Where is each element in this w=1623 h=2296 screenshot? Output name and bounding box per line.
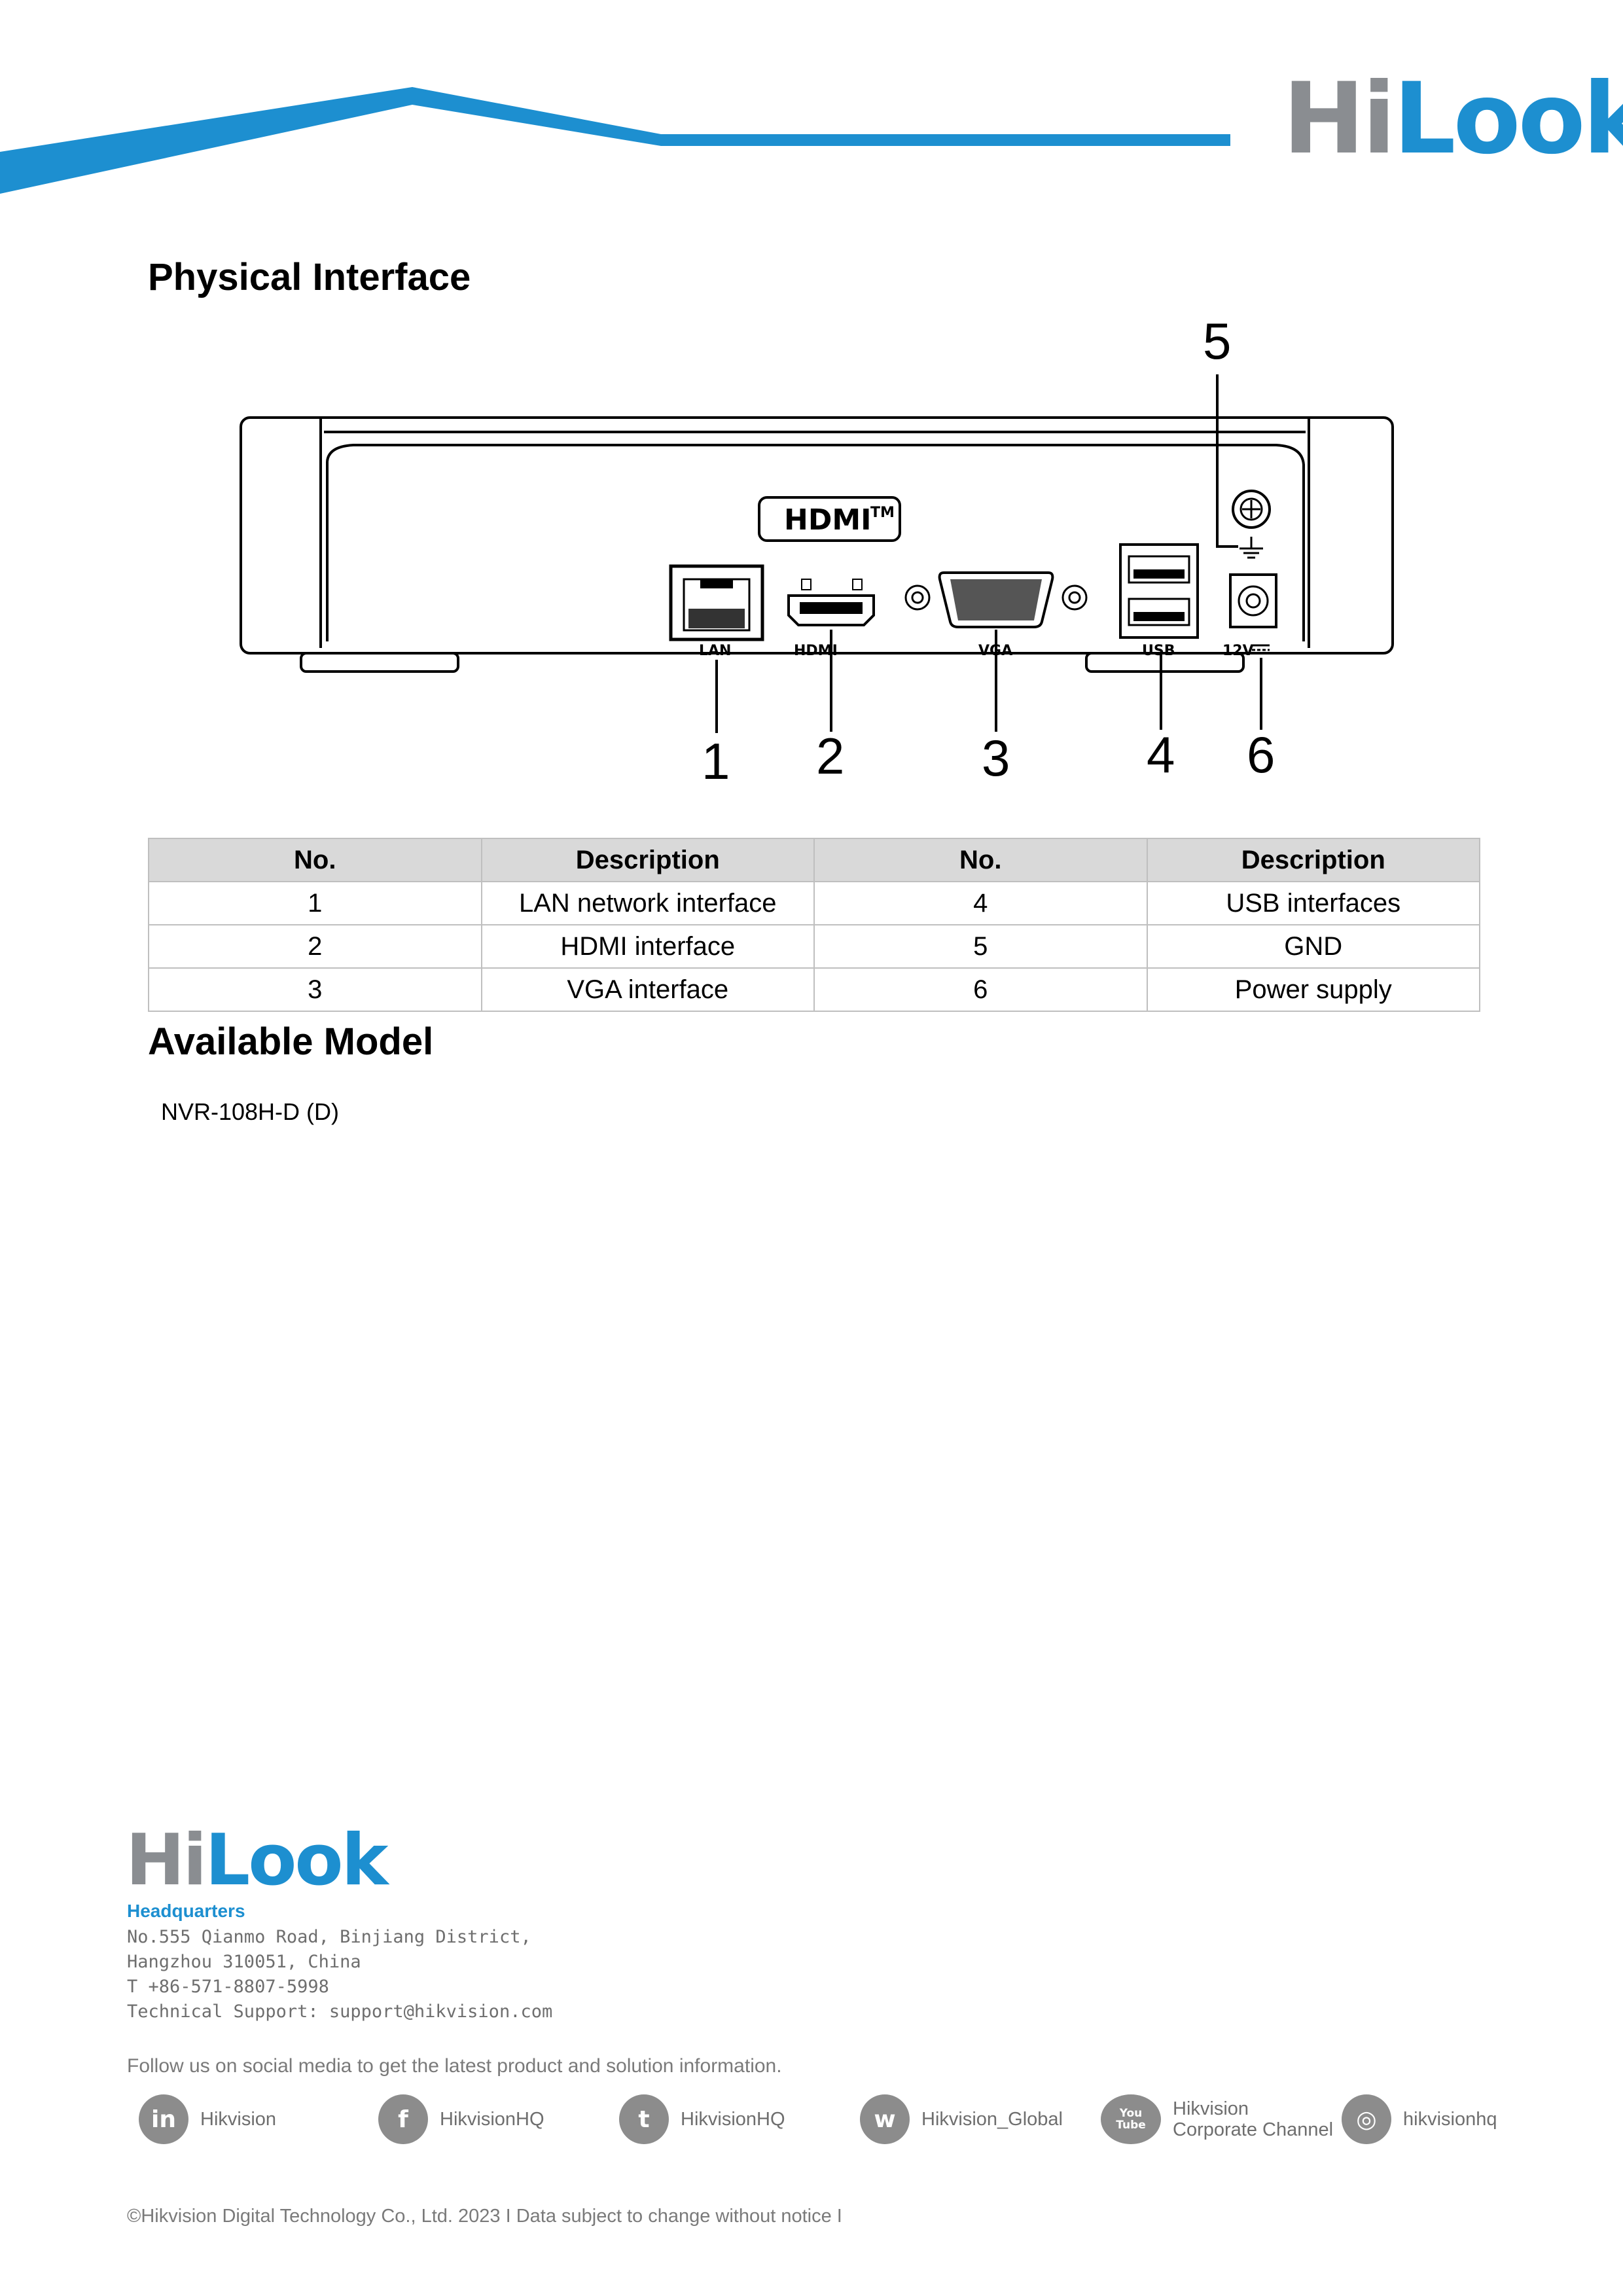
table-header-row: No. Description No. Description: [148, 838, 1480, 882]
wechat-icon: w: [860, 2094, 910, 2144]
cell: VGA interface: [480, 967, 815, 1012]
usb-ports: [1119, 543, 1199, 639]
headquarters-title: Headquarters: [127, 1901, 245, 1921]
chassis: [240, 416, 1394, 655]
hilook-logo: HiLook: [1283, 62, 1623, 176]
social-twitter[interactable]: t HikvisionHQ: [619, 2094, 785, 2144]
social-label: HikvisionHQ: [440, 2109, 544, 2130]
section-title-available-model: Available Model: [148, 1020, 434, 1063]
facebook-icon: f: [378, 2094, 428, 2144]
support-line: Technical Support: support@hikvision.com: [127, 2001, 553, 2022]
social-youtube[interactable]: You Tube Hikvision Corporate Channel: [1101, 2094, 1333, 2144]
address-line: Hangzhou 310051, China: [127, 1952, 361, 1972]
hilook-footer-logo: HiLook: [126, 1820, 388, 1901]
power-jack: [1229, 573, 1277, 628]
usb-label: USB: [1142, 643, 1175, 659]
gnd-screw: [1232, 490, 1271, 559]
address-line: No.555 Qianmo Road, Binjiang District,: [127, 1927, 531, 1947]
cell: GND: [1146, 924, 1480, 969]
callout-2: 2: [816, 727, 844, 785]
left-foot: [300, 652, 459, 673]
lan-port: [669, 564, 764, 641]
model-number: NVR-108H-D (D): [161, 1098, 340, 1125]
header-description: Description: [1146, 838, 1480, 882]
cell: 3: [148, 967, 482, 1012]
rear-panel-diagram: HDMI TM LAN HDMI VGA USB: [240, 312, 1394, 790]
table-row: 1 LAN network interface 4 USB interfaces: [148, 881, 1480, 925]
cell: USB interfaces: [1146, 881, 1480, 925]
callout-1: 1: [702, 732, 730, 790]
right-foot: [1085, 652, 1245, 673]
social-facebook[interactable]: f HikvisionHQ: [378, 2094, 544, 2144]
social-label: Hikvision Corporate Channel: [1173, 2098, 1333, 2140]
phone-line: T +86-571-8807-5998: [127, 1977, 329, 1997]
social-linkedin[interactable]: in Hikvision: [139, 2094, 276, 2144]
vga-port: [904, 571, 1088, 628]
header-no: No.: [148, 838, 482, 882]
social-label: HikvisionHQ: [681, 2109, 785, 2130]
instagram-icon: ◎: [1342, 2094, 1391, 2144]
cell: 6: [813, 967, 1148, 1012]
social-label: hikvisionhq: [1403, 2109, 1497, 2130]
cell: Power supply: [1146, 967, 1480, 1012]
cell: LAN network interface: [480, 881, 815, 925]
hdmi-logo-text: HDMI: [784, 503, 872, 537]
social-label-line: Hikvision: [1173, 2098, 1249, 2119]
callout-6: 6: [1247, 726, 1275, 783]
callout-5: 5: [1203, 312, 1231, 370]
cell: 4: [813, 881, 1148, 925]
power-label: 12V: [1222, 643, 1254, 659]
social-instagram[interactable]: ◎ hikvisionhq: [1342, 2094, 1497, 2144]
callout-3: 3: [982, 729, 1010, 787]
table-row: 3 VGA interface 6 Power supply: [148, 967, 1480, 1012]
cell: 5: [813, 924, 1148, 969]
cell: 2: [148, 924, 482, 969]
follow-us-text: Follow us on social media to get the lat…: [127, 2055, 782, 2077]
hdmi-port: [787, 579, 875, 626]
header-band: [0, 87, 1230, 194]
linkedin-icon: in: [139, 2094, 188, 2144]
section-title-physical-interface: Physical Interface: [148, 256, 471, 298]
copyright-text: ©Hikvision Digital Technology Co., Ltd. …: [127, 2206, 842, 2227]
interface-table: No. Description No. Description 1 LAN ne…: [148, 838, 1480, 1012]
youtube-icon: You Tube: [1101, 2094, 1161, 2144]
hdmi-logo: HDMI TM: [758, 496, 901, 542]
twitter-icon: t: [619, 2094, 669, 2144]
social-label: Hikvision_Global: [921, 2109, 1063, 2130]
social-label: Hikvision: [200, 2109, 277, 2130]
callout-4: 4: [1147, 726, 1175, 783]
header-no: No.: [813, 838, 1148, 882]
table-row: 2 HDMI interface 5 GND: [148, 924, 1480, 969]
header-description: Description: [480, 838, 815, 882]
lan-label: LAN: [699, 643, 731, 659]
cell: 1: [148, 881, 482, 925]
hdmi-logo-tm: TM: [870, 505, 895, 521]
social-label-line: Corporate Channel: [1173, 2119, 1334, 2140]
social-wechat[interactable]: w Hikvision_Global: [860, 2094, 1063, 2144]
cell: HDMI interface: [480, 924, 815, 969]
